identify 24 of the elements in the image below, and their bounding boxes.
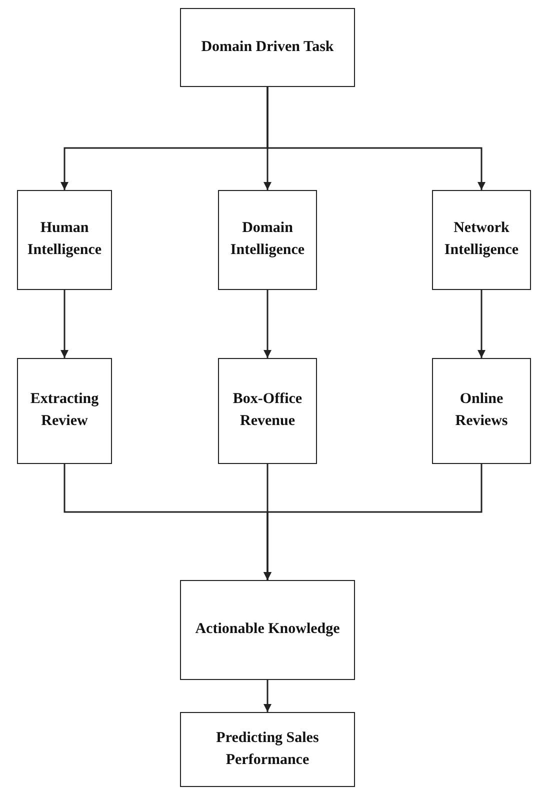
arrow (266, 87, 486, 190)
process-box (180, 580, 355, 680)
box-label: Domain Intelligence (229, 219, 306, 260)
process-box (218, 190, 317, 290)
arrow (264, 290, 272, 358)
process-box (17, 358, 112, 464)
process-box (180, 8, 355, 87)
process-box (218, 358, 317, 464)
box-label: Extracting Review (29, 390, 100, 431)
arrow (60, 290, 68, 358)
box-label: Network Intelligence (443, 219, 520, 260)
arrow (478, 290, 486, 358)
box-label: Box-Office Revenue (232, 390, 304, 431)
process-box (432, 358, 531, 464)
process-box (180, 712, 355, 787)
arrow (264, 464, 482, 580)
box-label: Actionable Knowledge (194, 620, 341, 640)
box-label: Predicting Sales Performance (215, 728, 320, 770)
process-box (432, 190, 531, 290)
box-label: Domain Driven Task (200, 38, 335, 57)
arrow (264, 680, 272, 712)
box-label: Human Intelligence (26, 219, 103, 260)
process-box (17, 190, 112, 290)
box-label: Online Reviews (454, 390, 509, 431)
